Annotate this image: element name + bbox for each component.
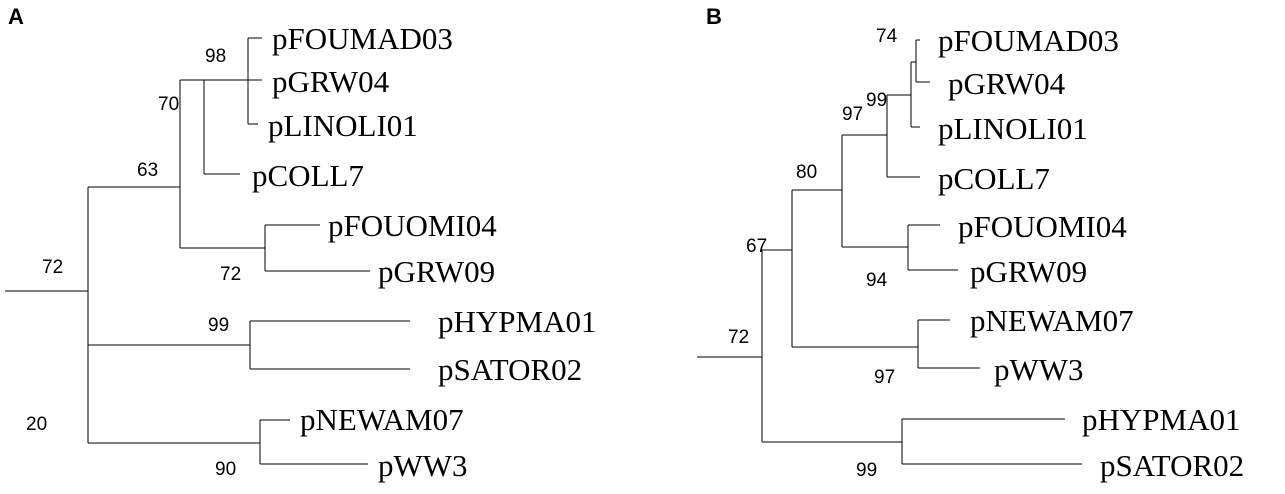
leaf-label: pFOUMAD03: [272, 21, 453, 56]
support-value: 97: [842, 104, 863, 125]
panel-a-leaf-labels: pFOUMAD03 pGRW04 pLINOLI01 pCOLL7 pFOUOM…: [252, 21, 596, 483]
support-value: 20: [26, 414, 47, 435]
support-value: 74: [876, 26, 898, 47]
support-value: 99: [856, 460, 877, 481]
support-value: 97: [874, 367, 895, 388]
support-value: 98: [205, 46, 226, 67]
support-value: 63: [137, 160, 158, 181]
support-value: 72: [42, 257, 63, 278]
support-value: 80: [796, 162, 817, 183]
leaf-label: pSATOR02: [438, 352, 582, 387]
leaf-label: pHYPMA01: [438, 304, 596, 339]
support-value: 72: [220, 264, 241, 285]
panel-b-branches: [697, 39, 1082, 465]
support-value: 70: [158, 94, 179, 115]
support-value: 99: [208, 315, 229, 336]
support-value: 72: [728, 327, 749, 348]
support-value: 67: [746, 236, 767, 257]
panel-b-leaf-labels: pFOUMAD03 pGRW04 pLINOLI01 pCOLL7 pFOUOM…: [938, 23, 1244, 483]
panel-a-label: A: [8, 4, 24, 29]
leaf-label: pGRW04: [948, 66, 1066, 101]
leaf-label: pGRW09: [378, 254, 495, 289]
leaf-label: pLINOLI01: [938, 111, 1088, 146]
leaf-label: pCOLL7: [252, 158, 364, 193]
support-value: 90: [215, 459, 236, 480]
leaf-label: pSATOR02: [1100, 448, 1244, 483]
panel-b-label: B: [706, 4, 722, 29]
leaf-label: pFOUOMI04: [958, 209, 1127, 244]
panel-a: A: [5, 4, 596, 483]
leaf-label: pLINOLI01: [268, 108, 418, 143]
leaf-label: pGRW09: [970, 254, 1087, 289]
leaf-label: pGRW04: [272, 64, 390, 99]
panel-b-support-values: 74 99 97 80 67 94 97 72 99: [728, 26, 898, 481]
panel-a-branches: [5, 37, 410, 465]
panel-a-support-values: 98 70 63 72 72 99 20 90: [26, 46, 241, 480]
support-value: 94: [866, 270, 888, 291]
leaf-label: pFOUOMI04: [328, 208, 497, 243]
leaf-label: pWW3: [994, 352, 1084, 387]
leaf-label: pFOUMAD03: [938, 23, 1119, 58]
leaf-label: pHYPMA01: [1082, 402, 1240, 437]
leaf-label: pWW3: [378, 448, 468, 483]
support-value: 99: [866, 90, 887, 111]
leaf-label: pCOLL7: [938, 161, 1050, 196]
leaf-label: pNEWAM07: [300, 402, 464, 437]
panel-b: B: [697, 4, 1244, 483]
leaf-label: pNEWAM07: [970, 303, 1134, 338]
